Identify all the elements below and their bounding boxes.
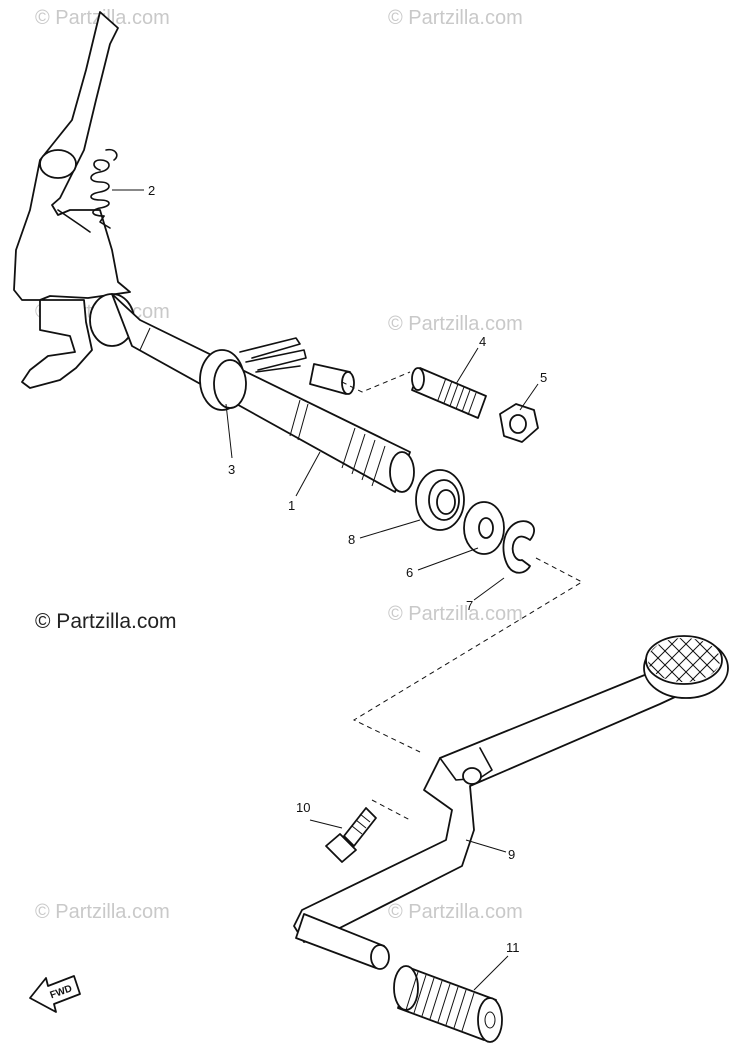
fwd-arrow-icon: FWD [29,975,81,1013]
washer [463,501,505,555]
leader-line [473,577,505,601]
pin [309,363,355,395]
watermark: © Partzilla.com [388,603,523,625]
spring [90,148,118,229]
leader-line [465,839,507,853]
callout-11: 11 [506,940,520,955]
callout-10: 10 [296,800,310,815]
watermark: © Partzilla.com [388,901,523,923]
leader-line [473,955,509,991]
callout-2: 2 [148,183,155,198]
watermark: © Partzilla.com [388,313,523,335]
watermark-main: © Partzilla.com [35,610,177,633]
frame-bracket [13,11,131,389]
leader-line [519,383,539,411]
callout-3: 3 [228,462,235,477]
callout-4: 4 [479,334,486,349]
peg-shaft [295,913,390,970]
pedal-rubber [393,965,503,1043]
leader-line [295,451,321,497]
shaft [89,293,415,493]
watermark: © Partzilla.com [388,7,523,29]
assembly-line [341,371,411,393]
assembly-line [352,557,584,753]
leader-line [225,403,233,459]
callout-1: 1 [288,498,295,513]
assembly-line [371,799,411,821]
torsion-spring [199,337,307,411]
brake-pedal [293,635,729,943]
watermark: © Partzilla.com [35,901,170,923]
callout-5: 5 [540,370,547,385]
callout-9: 9 [508,847,515,862]
circlip [502,520,535,574]
pedal-bolt [325,807,377,863]
callout-7: 7 [466,598,473,613]
leader-line [309,819,343,829]
callout-8: 8 [348,532,355,547]
callout-6: 6 [406,565,413,580]
bushing [415,469,465,531]
leader-line [417,547,479,571]
pedal-tread [648,638,720,682]
nut [499,403,539,443]
leader-line [455,347,479,385]
bolt [411,367,487,419]
leader-line [359,519,421,539]
